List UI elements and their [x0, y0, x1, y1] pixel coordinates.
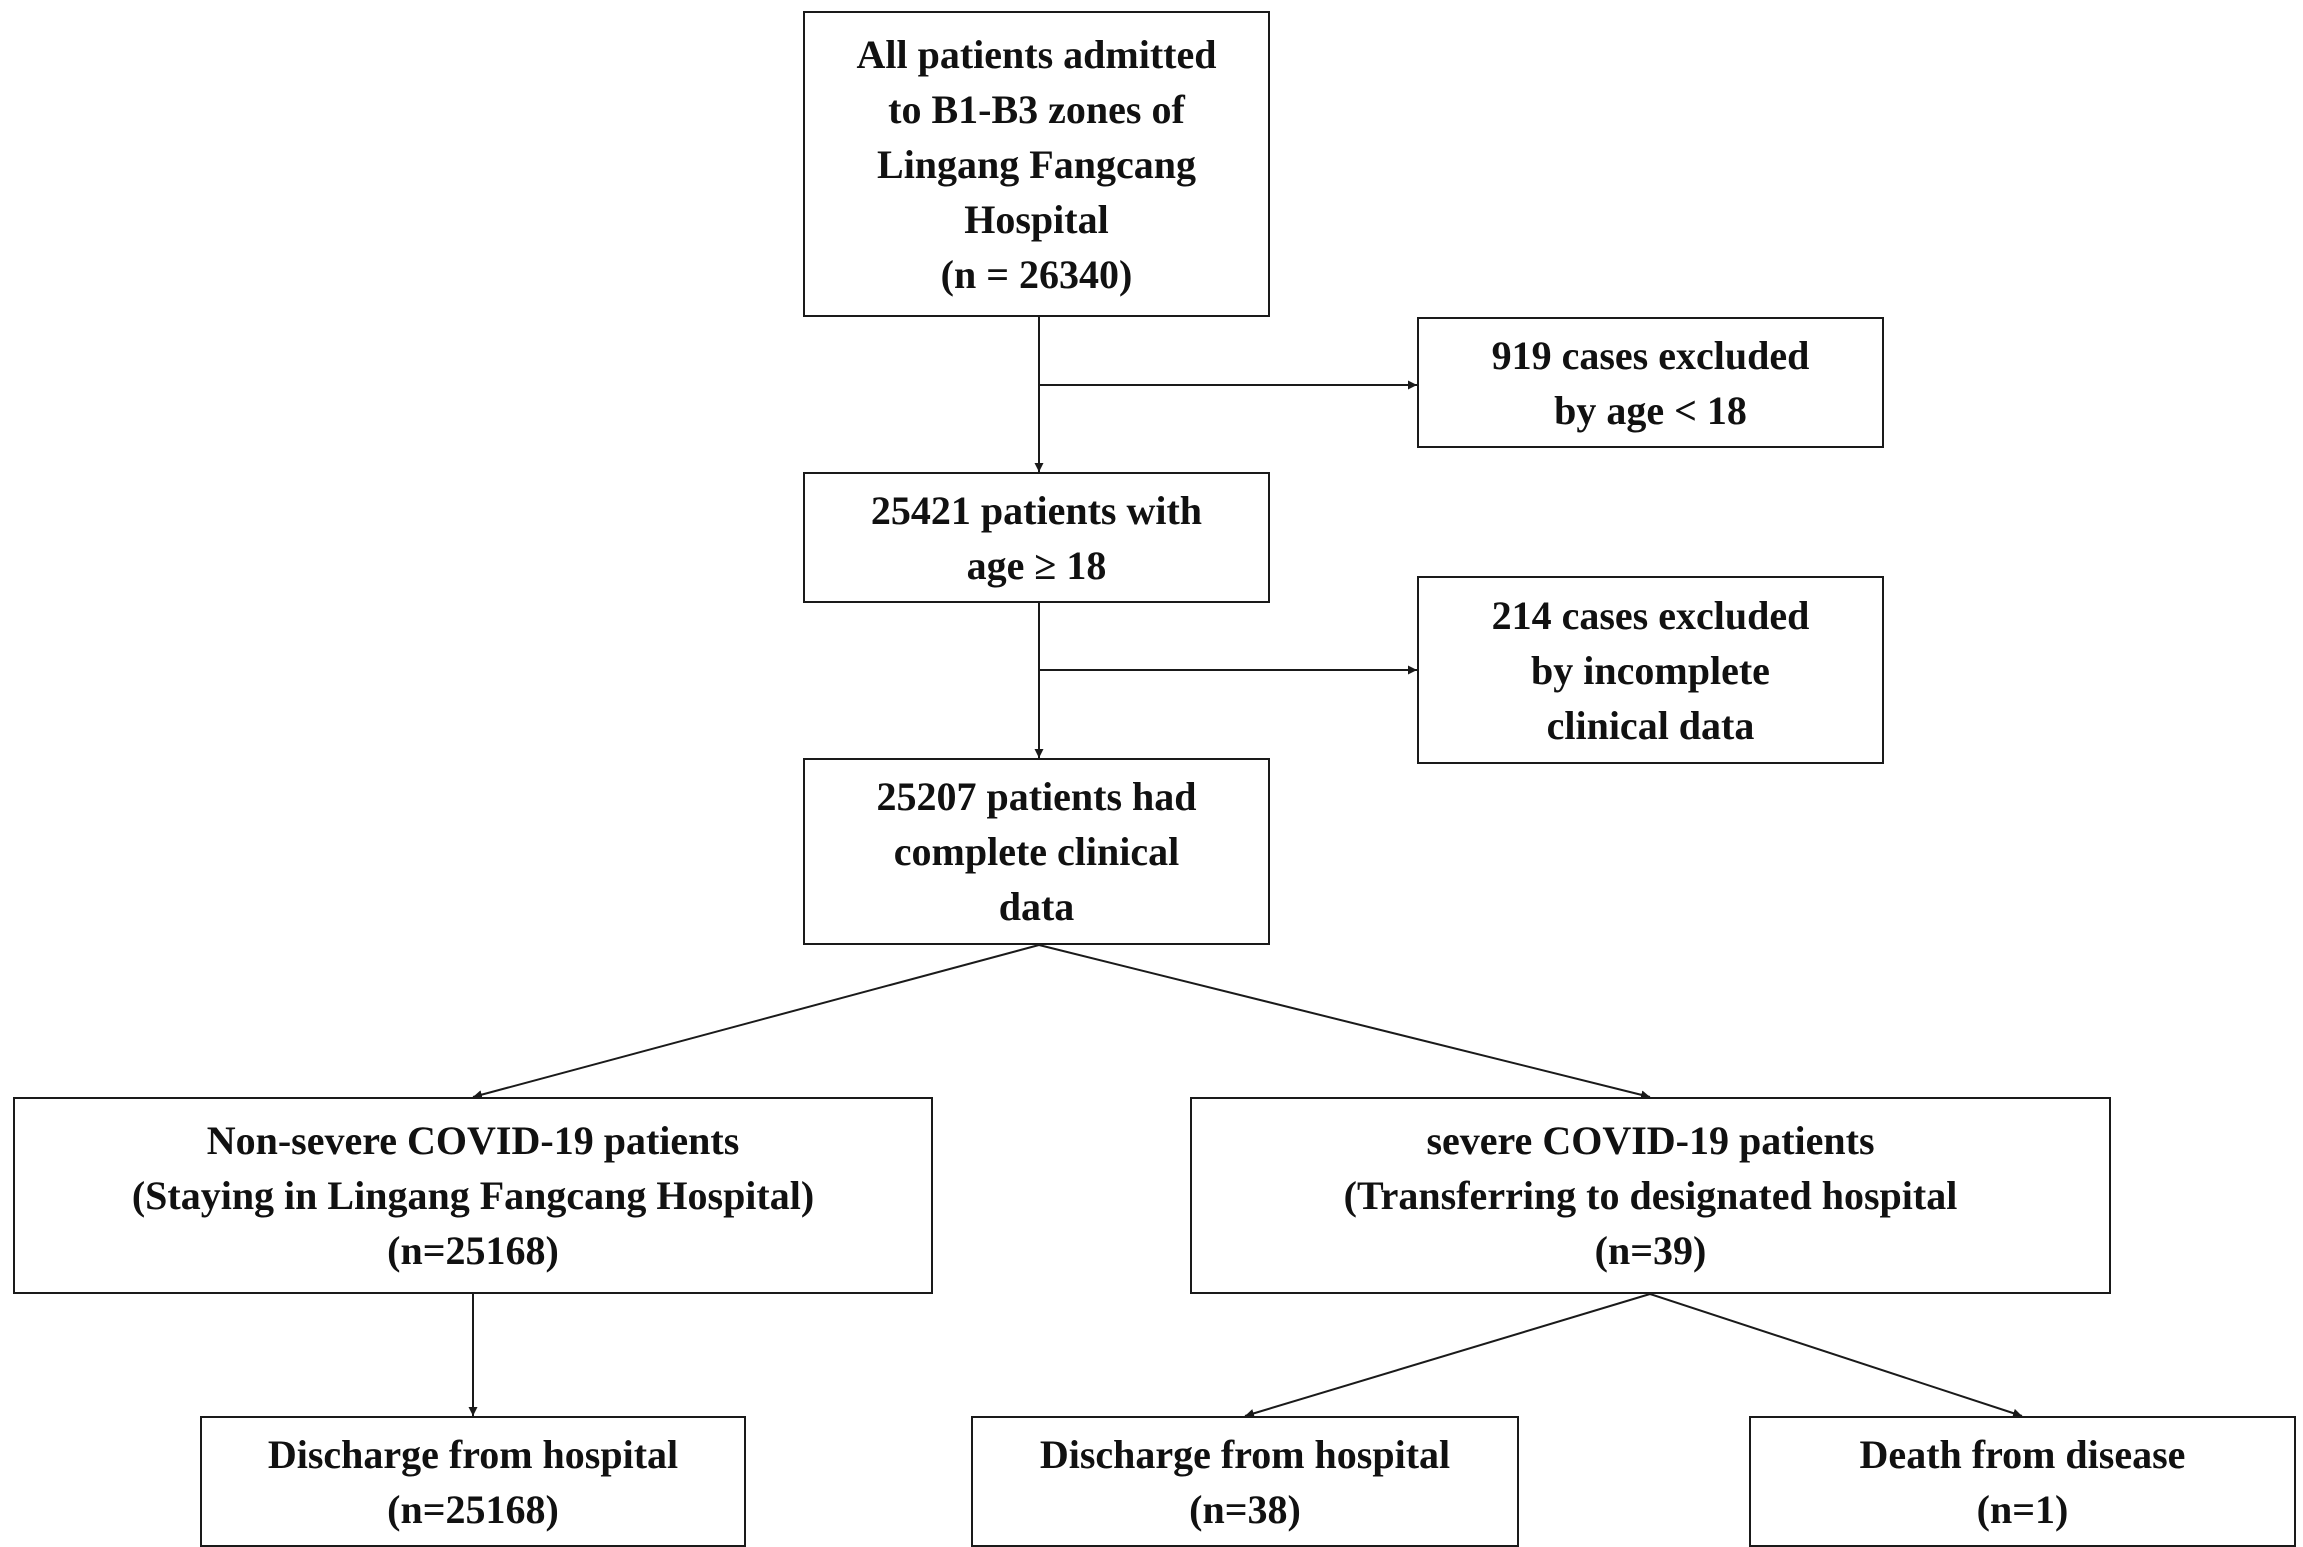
arrow-severe-to-death [1649, 1293, 2023, 1418]
box-line: (n=38) [1189, 1486, 1301, 1532]
box-line: (n = 26340) [940, 251, 1133, 297]
box-line: Discharge from hospital [267, 1431, 679, 1477]
box-line: data [998, 884, 1075, 929]
box-line: 25207 patients had [876, 774, 1197, 819]
box-discharge-non-severe: Discharge from hospital (n=25168) [200, 1416, 746, 1547]
box-line: 25421 patients with [870, 487, 1203, 533]
box-line: clinical data [1546, 702, 1755, 748]
box-line: 919 cases excluded [1491, 332, 1810, 378]
box-line: (Staying in Lingang Fangcang Hospital) [131, 1173, 815, 1218]
box-line: Discharge from hospital [1039, 1431, 1451, 1477]
box-discharge-severe: Discharge from hospital (n=38) [971, 1416, 1519, 1547]
box-line: (Transferring to designated hospital [1343, 1173, 1958, 1218]
box-excluded-age: 919 cases excluded by age < 18 [1417, 317, 1884, 448]
box-line: by incomplete [1531, 647, 1770, 693]
arrow-severe-to-discharge2 [1244, 1293, 1651, 1418]
box-line: Hospital [964, 196, 1109, 242]
box-all-patients: All patients admitted to B1-B3 zones of … [803, 11, 1270, 317]
box-line: Non-severe COVID-19 patients [206, 1118, 740, 1163]
box-excluded-incomplete: 214 cases excluded by incomplete clinica… [1417, 576, 1884, 764]
box-line: (n=1) [1976, 1486, 2069, 1532]
box-line: complete clinical [893, 829, 1180, 874]
box-line: (n=25168) [387, 1228, 559, 1273]
box-death: Death from disease (n=1) [1749, 1416, 2296, 1547]
box-line: Death from disease [1859, 1431, 2186, 1477]
box-line: age ≥ 18 [966, 542, 1107, 588]
box-line: All patients admitted [856, 31, 1217, 77]
box-line: 214 cases excluded [1491, 592, 1810, 638]
box-line: Lingang Fangcang [877, 141, 1196, 187]
box-line: severe COVID-19 patients [1426, 1118, 1875, 1163]
box-line: to B1-B3 zones of [888, 86, 1185, 132]
box-line: (n=25168) [387, 1486, 559, 1532]
box-severe: severe COVID-19 patients (Transferring t… [1190, 1097, 2111, 1294]
box-line: (n=39) [1594, 1228, 1707, 1273]
box-complete-data: 25207 patients had complete clinical dat… [803, 758, 1270, 945]
arrow-n3-to-nonsevere [472, 944, 1040, 1100]
box-non-severe: Non-severe COVID-19 patients (Staying in… [13, 1097, 933, 1294]
box-line: by age < 18 [1554, 387, 1747, 433]
arrow-n3-to-severe [1038, 944, 1651, 1100]
box-adult-patients: 25421 patients with age ≥ 18 [803, 472, 1270, 603]
